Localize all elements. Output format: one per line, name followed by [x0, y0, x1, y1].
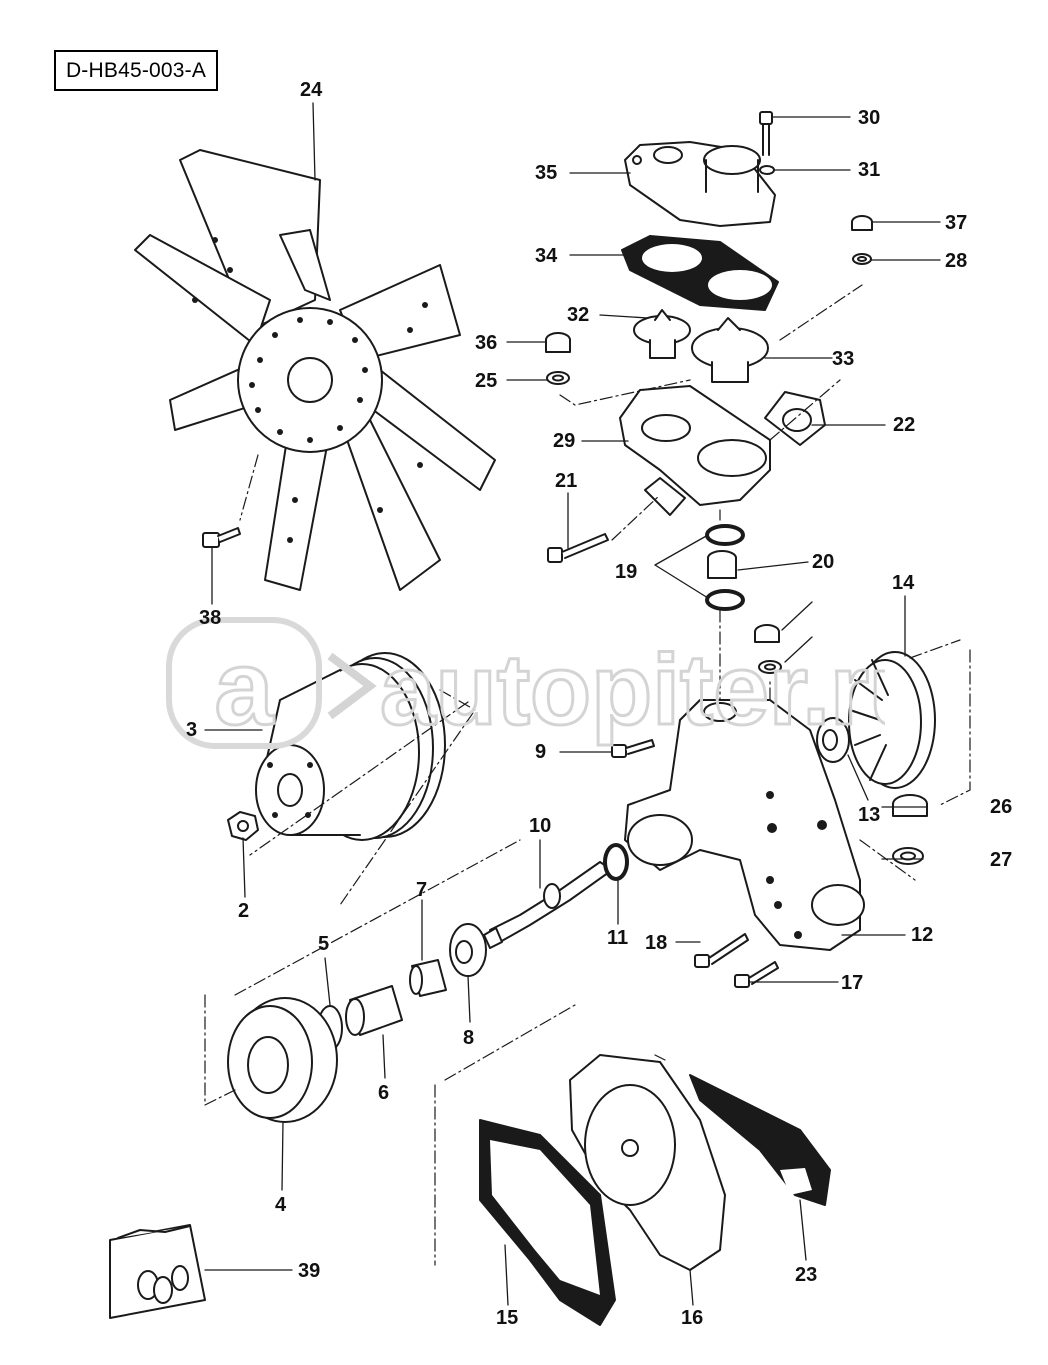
- fan-part-24: [134, 149, 496, 591]
- callout-34: 34: [535, 245, 558, 267]
- callout-23: 23: [795, 1264, 818, 1286]
- callout-13: 13: [858, 804, 881, 826]
- callout-29: 29: [553, 430, 576, 452]
- callout-4: 4: [275, 1194, 287, 1216]
- callout-20: 20: [812, 551, 835, 573]
- bearing-part-4: [227, 997, 338, 1123]
- callout-35: 35: [535, 162, 558, 184]
- thermostat-housing-part-29: [619, 385, 771, 516]
- sleeve-part-20: [707, 550, 737, 579]
- nut-part-2: [227, 811, 259, 841]
- callout-39: 39: [298, 1260, 321, 1282]
- plug-part-36-lower: [754, 624, 780, 643]
- callout-18: 18: [645, 932, 668, 954]
- callout-37: 37: [945, 212, 968, 234]
- bolt-part-9: [611, 739, 655, 758]
- callout-38: 38: [199, 607, 222, 629]
- center-lines: [204, 284, 971, 1266]
- callout-32: 32: [567, 304, 590, 326]
- water-pump-body-part-12: [624, 699, 865, 951]
- bolt-part-30: [759, 111, 773, 156]
- callout-16: 16: [681, 1307, 704, 1329]
- callout-10: 10: [529, 815, 552, 837]
- gasket-part-23: [689, 1074, 831, 1206]
- pulley-part-3: [255, 652, 446, 841]
- pump-cover-part-16: [569, 1054, 726, 1271]
- callout-5: 5: [318, 933, 330, 955]
- callout-3: 3: [186, 719, 198, 741]
- seal-part-11: [603, 843, 629, 881]
- callout-17: 17: [841, 972, 864, 994]
- callout-8: 8: [463, 1027, 475, 1049]
- callout-12: 12: [911, 924, 934, 946]
- callout-15: 15: [496, 1307, 519, 1329]
- washer-part-31: [759, 165, 775, 175]
- o-ring-part-19: [705, 524, 745, 611]
- callout-24: 24: [300, 79, 323, 101]
- bolt-part-18: [694, 933, 749, 968]
- callout-33: 33: [832, 348, 855, 370]
- diagram-code: D-HB45-003-A: [65, 58, 207, 82]
- callout-28: 28: [945, 250, 968, 272]
- leader-lines: [204, 102, 941, 1306]
- callout-2: 2: [238, 900, 250, 922]
- callout-14: 14: [892, 572, 915, 594]
- callout-21: 21: [555, 470, 578, 492]
- bolt-part-38: [202, 527, 241, 548]
- callout-30: 30: [858, 107, 881, 129]
- callout-22: 22: [893, 414, 916, 436]
- callout-11: 11: [607, 927, 629, 949]
- thermostat-part-32: [633, 309, 691, 359]
- bearing-part-8: [449, 923, 487, 977]
- callout-9: 9: [535, 741, 547, 763]
- plug-part-37: [851, 215, 873, 231]
- callout-36: 36: [475, 332, 498, 354]
- spacer-part-7: [409, 959, 447, 997]
- plug-part-36: [545, 332, 571, 353]
- thermostat-part-33: [691, 317, 769, 383]
- washer-part-27: [892, 847, 924, 865]
- seal-part-13: [816, 717, 850, 763]
- washer-part-28: [852, 253, 872, 265]
- gasket-kit-part-39: [109, 1224, 206, 1319]
- housing-cover-part-35: [624, 141, 776, 227]
- diagram-code-box: D-HB45-003-A: [54, 50, 218, 91]
- shaft-part-10: [483, 861, 613, 949]
- callout-6: 6: [378, 1082, 390, 1104]
- callout-25: 25: [475, 370, 498, 392]
- sleeve-part-6: [345, 985, 403, 1036]
- gasket-part-15: [479, 1119, 616, 1326]
- callout-19: 19: [615, 561, 638, 583]
- callout-31: 31: [858, 159, 881, 181]
- gasket-part-34: [621, 235, 779, 311]
- plug-part-26: [892, 794, 928, 817]
- callout-26: 26: [990, 796, 1013, 818]
- callout-7: 7: [416, 879, 428, 901]
- washer-part-25: [546, 371, 570, 385]
- impeller-part-14: [848, 651, 936, 789]
- callout-27: 27: [990, 849, 1013, 871]
- bolt-part-21: [547, 533, 609, 563]
- bolt-part-17: [734, 961, 779, 988]
- washer-part-25-lower: [758, 660, 782, 674]
